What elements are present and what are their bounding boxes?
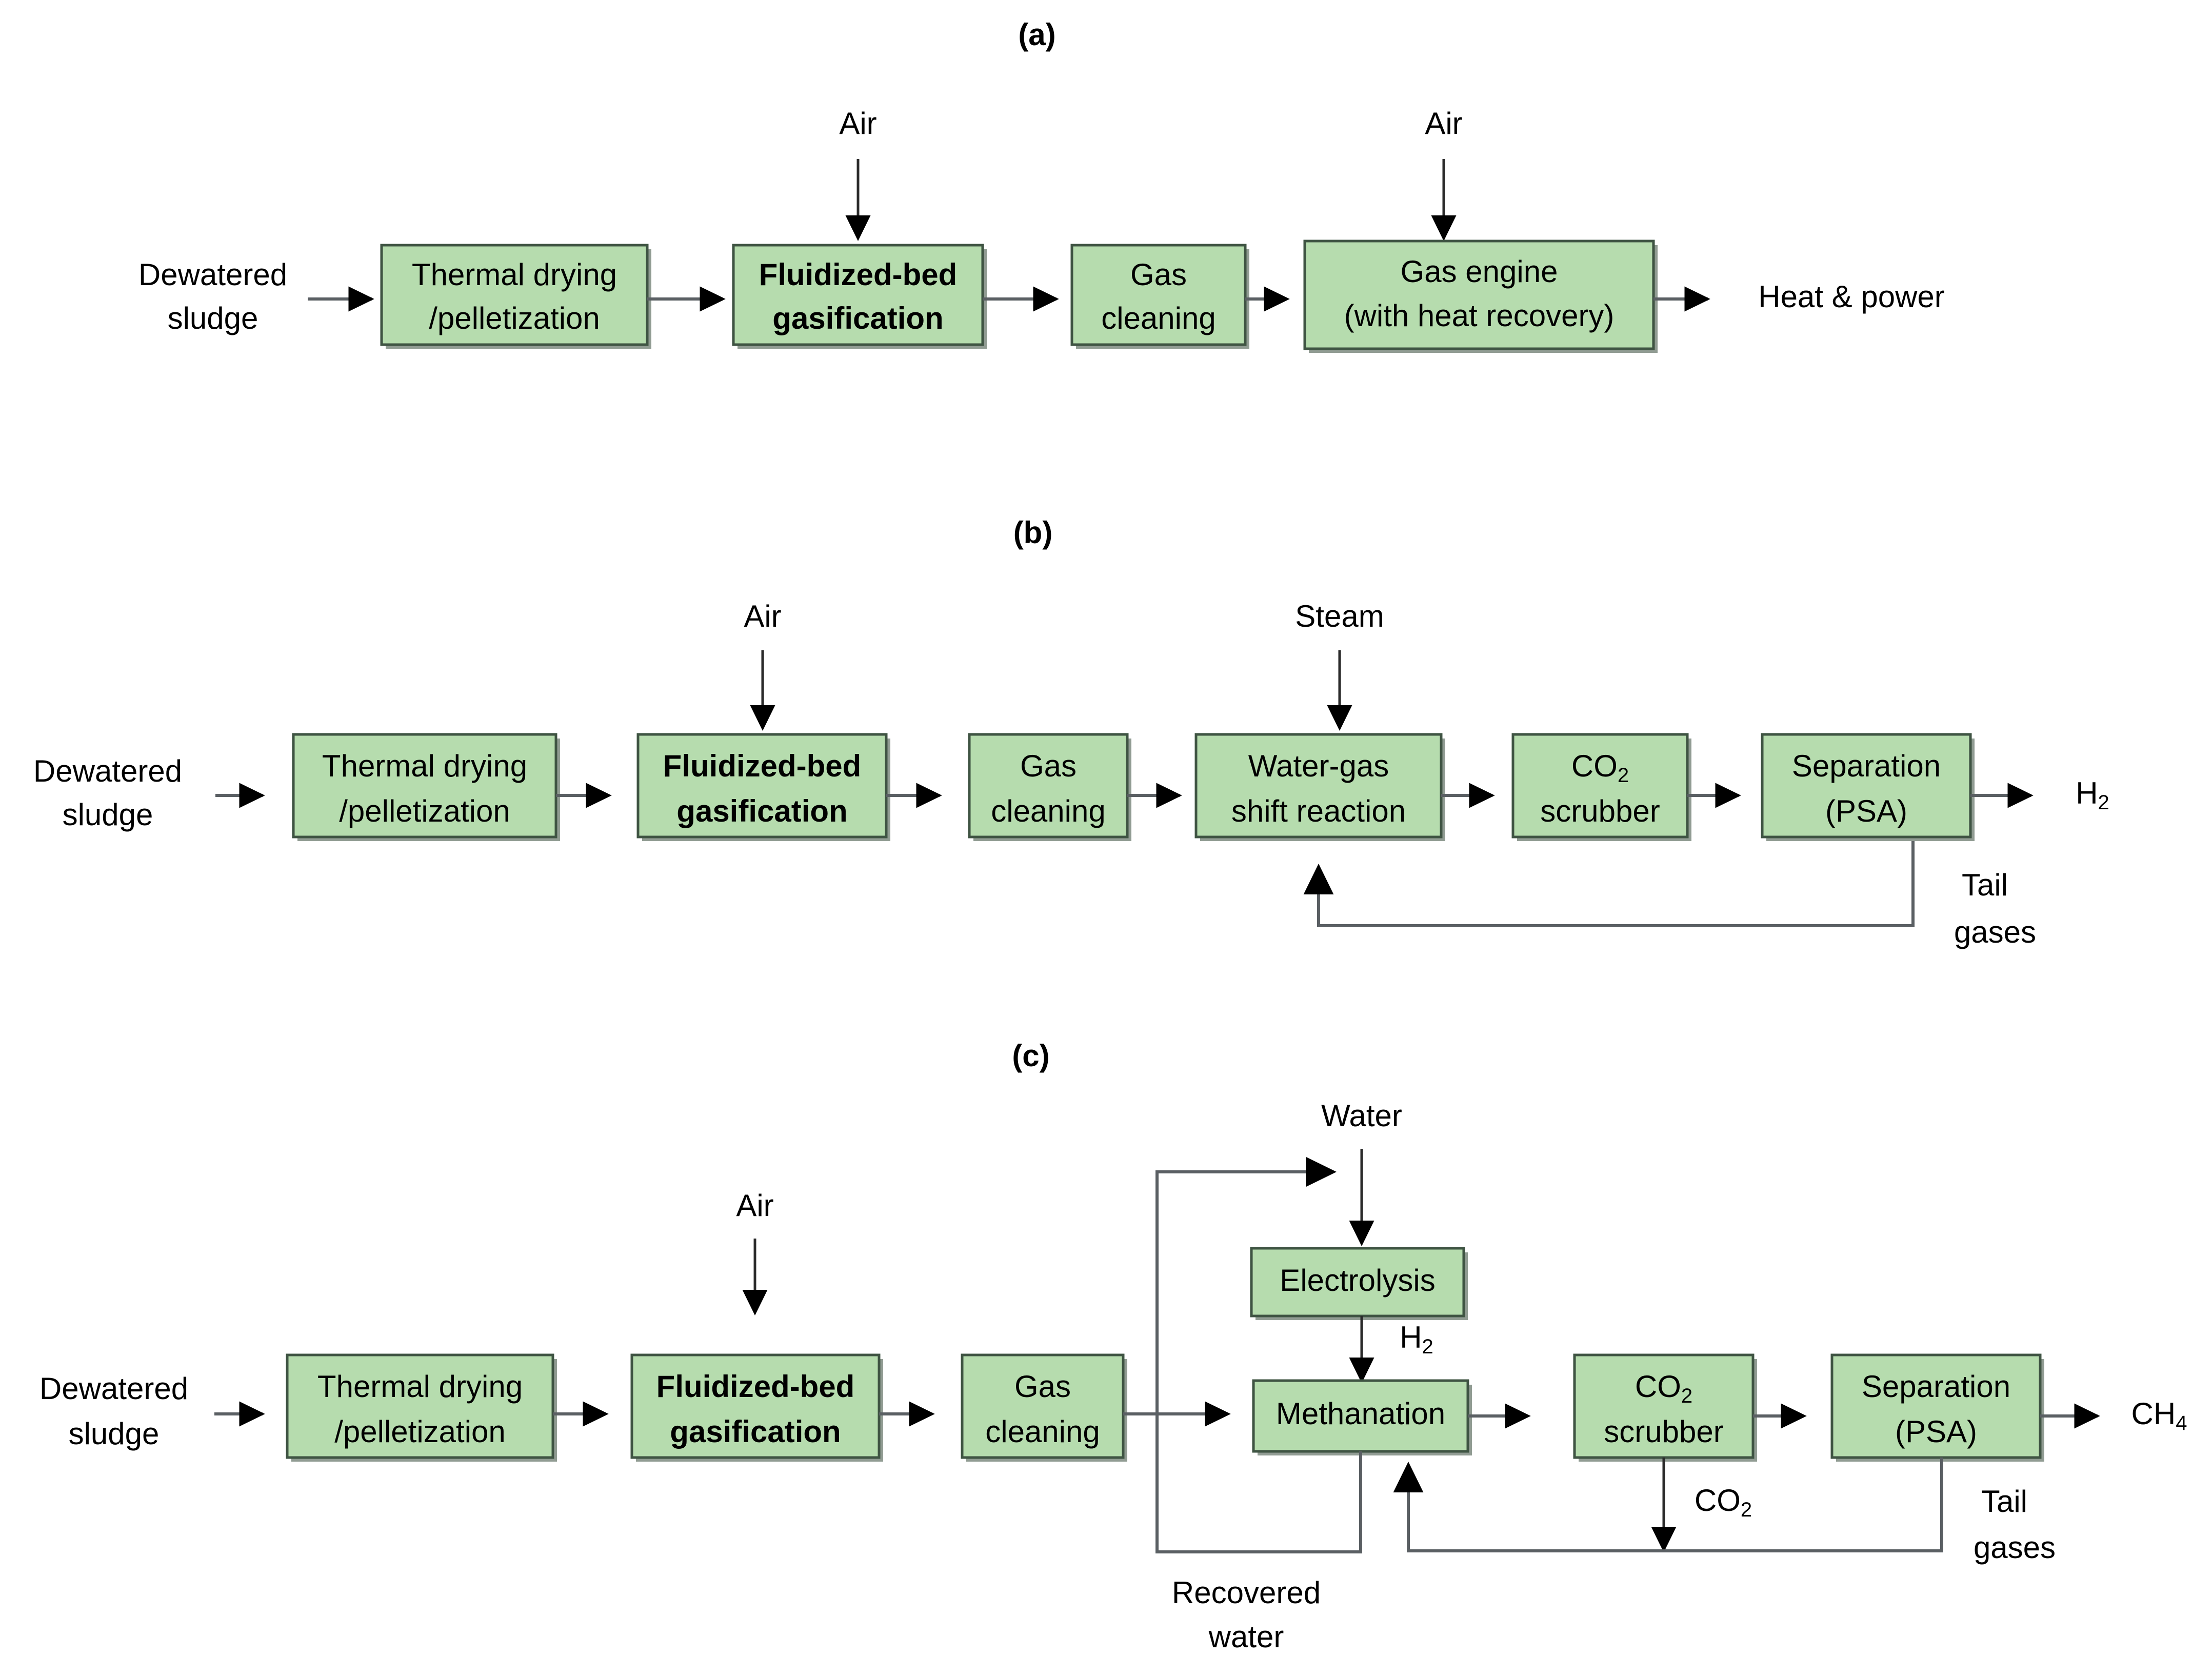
panel-c-box-thermal-drying-line2: /pelletization — [334, 1414, 506, 1449]
panel-c-box-gasification-line1: Fluidized-bed — [656, 1369, 855, 1404]
panel-b-box-separation — [1761, 733, 1972, 839]
panel-c-box-separation-line1: Separation — [1862, 1369, 2010, 1404]
panel-b-box-gas-cleaning-line2: cleaning — [991, 794, 1106, 828]
panel-a-box-gas-cleaning-line2: cleaning — [1101, 301, 1216, 335]
panel-b-box-gasification-line2: gasification — [676, 794, 847, 828]
panel-a-input-label-line2: sludge — [168, 301, 258, 335]
panel-a-output-label: Heat & power — [1758, 280, 1945, 314]
panel-b-box-water-gas-shift-line2: shift reaction — [1231, 794, 1406, 828]
panel-a-box-gas-engine — [1303, 240, 1655, 350]
panel-b-box-gas-cleaning-line1: Gas — [1020, 749, 1077, 783]
panel-c-tail-label-line2: gases — [1974, 1530, 2056, 1565]
panel-a-box-thermal-drying — [380, 244, 649, 346]
panel-c-box-thermal-drying-line1: Thermal drying — [317, 1369, 523, 1404]
panel-c-co2-vent-label: CO2 — [1695, 1483, 1752, 1521]
panel-b-label: (b) — [1013, 515, 1053, 550]
panel-c-input-label-line1: Dewatered — [39, 1371, 188, 1406]
panel-c-water-label: Water — [1321, 1099, 1402, 1133]
panel-b-box-separation-line2: (PSA) — [1825, 794, 1907, 828]
panel-b-box-water-gas-shift — [1194, 733, 1443, 839]
panel-b-box-co2-scrubber — [1511, 733, 1689, 839]
panel-a-air-label-1: Air — [839, 106, 876, 141]
panel-c-box-gas-cleaning-line2: cleaning — [985, 1414, 1100, 1449]
panel-c-box-separation-line2: (PSA) — [1895, 1414, 1977, 1449]
panel-c-box-co2-scrubber-line2: scrubber — [1604, 1414, 1723, 1449]
panel-b-box-thermal-drying-line2: /pelletization — [339, 794, 510, 828]
panel-c-box-gasification-line2: gasification — [670, 1414, 841, 1449]
panel-c-recovered-water-recycle — [1155, 1156, 1362, 1553]
panel-a-label: (a) — [1018, 17, 1055, 52]
panel-c-recovered-label-line1: Recovered — [1172, 1575, 1321, 1610]
panel-c-box-gas-cleaning — [961, 1353, 1125, 1459]
panel-b-box-thermal-drying-line1: Thermal drying — [322, 749, 527, 783]
panel-b-tail-gas-recycle — [1303, 841, 1915, 927]
panel-c-h2-label: H2 — [1400, 1320, 1433, 1358]
panel-b-input-label-line1: Dewatered — [33, 754, 182, 788]
panel-b-tail-label-line2: gases — [1954, 915, 2036, 949]
panel-a-input-label-line1: Dewatered — [138, 257, 287, 292]
panel-c-tail-gas-recycle — [1393, 1458, 1943, 1552]
panel-c-tail-label-line1: Tail — [1981, 1484, 2027, 1519]
panel-c-box-co2-scrubber-line1: CO2 — [1635, 1369, 1692, 1407]
panel-a-box-gas-cleaning — [1070, 244, 1247, 346]
panel-c-label: (c) — [1012, 1039, 1049, 1073]
panel-b-steam-label: Steam — [1295, 599, 1384, 633]
panel-a-box-thermal-drying-line1: Thermal drying — [412, 257, 617, 292]
panel-a-box-gas-cleaning-line1: Gas — [1130, 257, 1187, 292]
panel-c-recovered-label-line2: water — [1208, 1620, 1284, 1654]
panel-b-box-co2-scrubber-line1: CO2 — [1571, 749, 1629, 787]
panel-a-air-label-2: Air — [1425, 106, 1462, 141]
panel-b-output-label: H2 — [2076, 776, 2109, 814]
panel-a-box-thermal-drying-line2: /pelletization — [429, 301, 600, 335]
panel-a-box-gas-engine-line2: (with heat recovery) — [1344, 298, 1615, 333]
panel-b-box-separation-line1: Separation — [1792, 749, 1941, 783]
panel-c-box-electrolysis — [1250, 1247, 1465, 1318]
panel-c-box-gas-cleaning-line1: Gas — [1014, 1369, 1071, 1404]
panel-b-air-label: Air — [744, 599, 781, 633]
panel-c-box-methanation-label: Methanation — [1276, 1396, 1445, 1431]
panel-a-box-gasification — [732, 244, 984, 346]
panel-a-box-gasification-line2: gasification — [772, 301, 943, 335]
panel-c-box-gasification — [630, 1353, 881, 1459]
panel-c-air-label: Air — [736, 1188, 773, 1223]
panel-b-tail-label-line1: Tail — [1962, 868, 2008, 902]
panel-c-box-separation — [1830, 1353, 2042, 1459]
panel-b-box-gasification-line1: Fluidized-bed — [663, 749, 862, 783]
panel-b-input-label-line2: sludge — [63, 797, 153, 832]
panel-c-box-thermal-drying — [286, 1353, 554, 1459]
panel-c-box-electrolysis-label: Electrolysis — [1280, 1263, 1435, 1298]
panel-a-box-gasification-line1: Fluidized-bed — [759, 257, 958, 292]
panel-b-box-gasification — [636, 733, 888, 839]
panel-b-box-gas-cleaning — [968, 733, 1129, 839]
panel-b-box-thermal-drying — [292, 733, 557, 839]
panel-b-box-water-gas-shift-line1: Water-gas — [1248, 749, 1389, 783]
panel-a-box-gas-engine-line1: Gas engine — [1401, 254, 1558, 289]
panel-b-box-co2-scrubber-line2: scrubber — [1540, 794, 1660, 828]
panel-c-output-label: CH4 — [2131, 1396, 2187, 1434]
panel-c-input-label-line2: sludge — [69, 1416, 160, 1451]
